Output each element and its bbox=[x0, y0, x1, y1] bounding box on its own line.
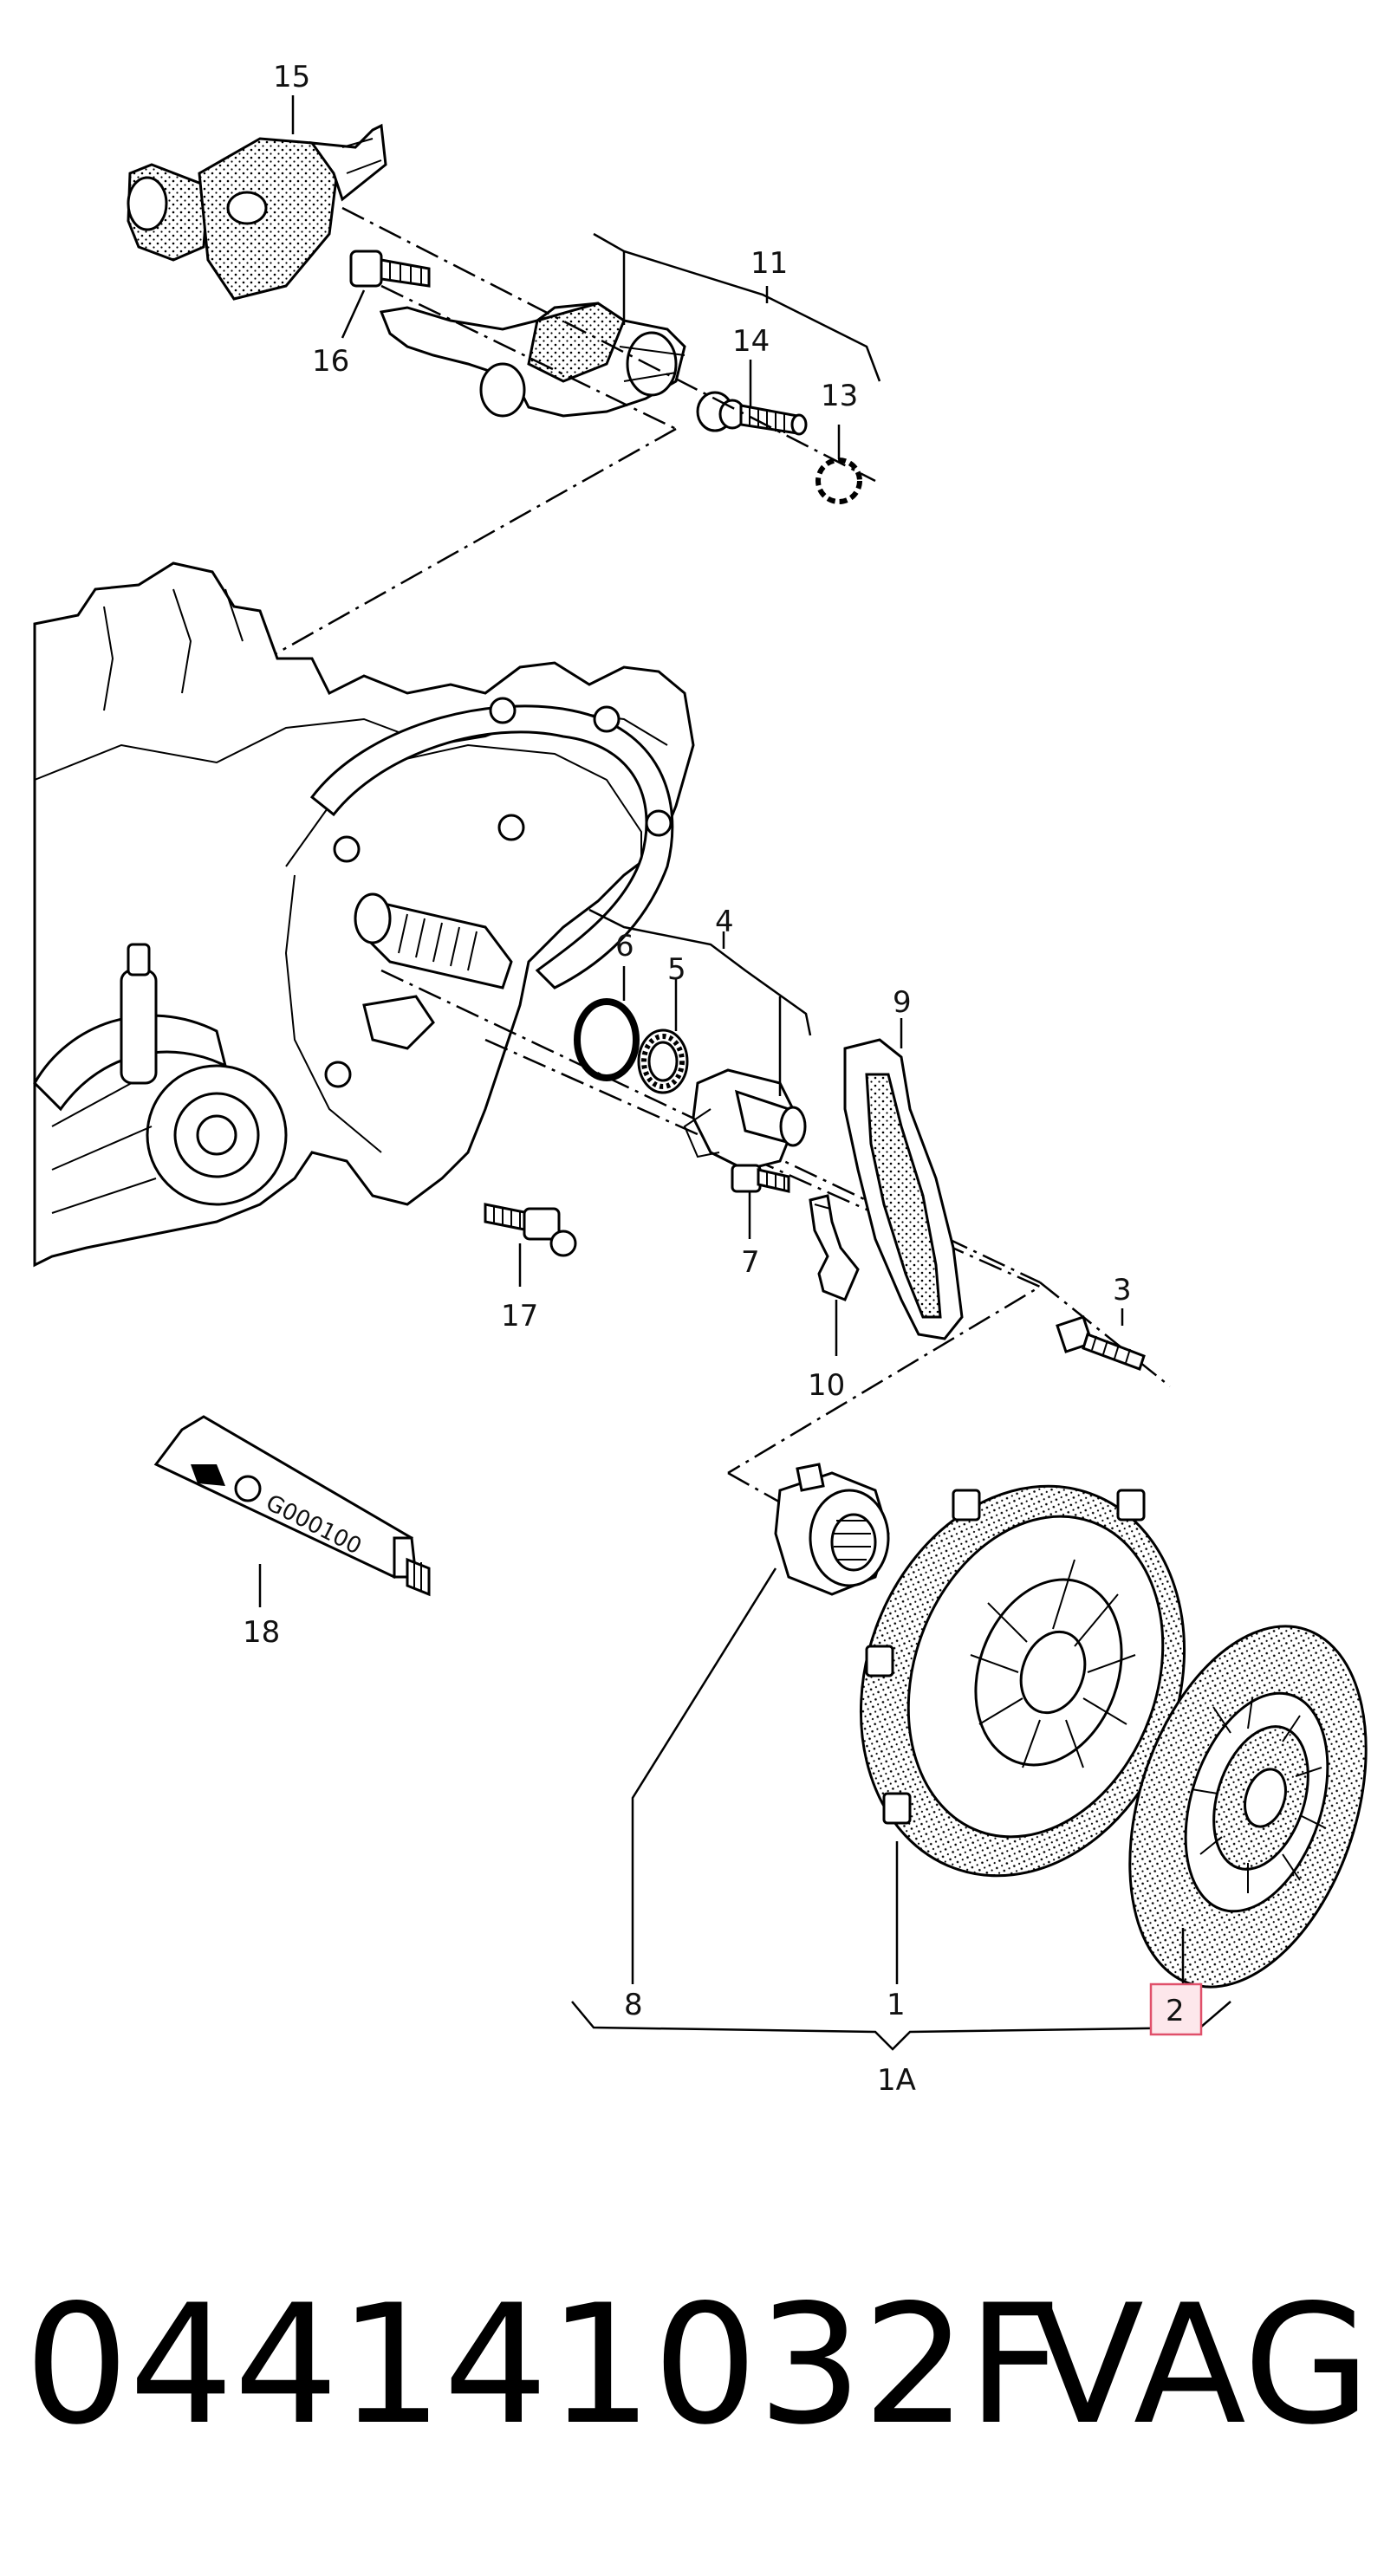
callout-1: 1 bbox=[887, 1988, 906, 2022]
callout-6: 6 bbox=[615, 929, 634, 964]
callout-15: 15 bbox=[273, 60, 310, 94]
guide-sleeve-part-4 bbox=[683, 1068, 807, 1171]
release-bearing-part-8 bbox=[774, 1463, 890, 1596]
callout-11: 11 bbox=[750, 246, 788, 281]
callout-labels: 15 11 16 14 13 6 5 4 9 17 7 10 3 18 8 1 … bbox=[243, 60, 1203, 2098]
callout-9: 9 bbox=[893, 985, 912, 1020]
grease-tube-part-18: G000100 bbox=[153, 1415, 431, 1597]
brand-name: VAG bbox=[1031, 2269, 1371, 2461]
pressure-plate-part-1 bbox=[859, 1484, 1186, 1878]
callout-2: 2 bbox=[1166, 1994, 1185, 2028]
guide-plate-part-9 bbox=[843, 1038, 964, 1340]
callout-2-highlight bbox=[1149, 1982, 1203, 2036]
callout-leaders bbox=[258, 95, 1231, 2051]
callout-17: 17 bbox=[501, 1299, 538, 1333]
callout-13: 13 bbox=[821, 379, 858, 413]
screw-part-17 bbox=[484, 1203, 577, 1257]
o-ring-part-6 bbox=[574, 998, 640, 1081]
callout-7: 7 bbox=[741, 1245, 760, 1280]
bolt-part-16 bbox=[349, 250, 431, 288]
clutch-disc-part-2 bbox=[1128, 1625, 1368, 1989]
bolt-part-3 bbox=[1056, 1315, 1146, 1371]
seal-part-5 bbox=[637, 1028, 689, 1094]
callout-18: 18 bbox=[243, 1615, 280, 1650]
callout-5: 5 bbox=[667, 952, 686, 987]
callout-14: 14 bbox=[732, 324, 770, 359]
bolt-part-7 bbox=[731, 1164, 790, 1193]
callout-8: 8 bbox=[624, 1988, 643, 2022]
transmission-housing bbox=[33, 561, 695, 1268]
release-lever-part-15 bbox=[127, 123, 387, 301]
callout-3: 3 bbox=[1113, 1273, 1132, 1307]
assembly-axis-lines-upper bbox=[220, 206, 876, 686]
callout-10: 10 bbox=[808, 1368, 845, 1403]
callout-4: 4 bbox=[715, 905, 734, 939]
circlip-part-13 bbox=[815, 457, 862, 504]
clip-part-10 bbox=[809, 1194, 860, 1301]
callout-16: 16 bbox=[312, 344, 349, 379]
part-number: 044141032F bbox=[24, 2269, 1062, 2461]
callout-1A: 1A bbox=[877, 2063, 916, 2098]
